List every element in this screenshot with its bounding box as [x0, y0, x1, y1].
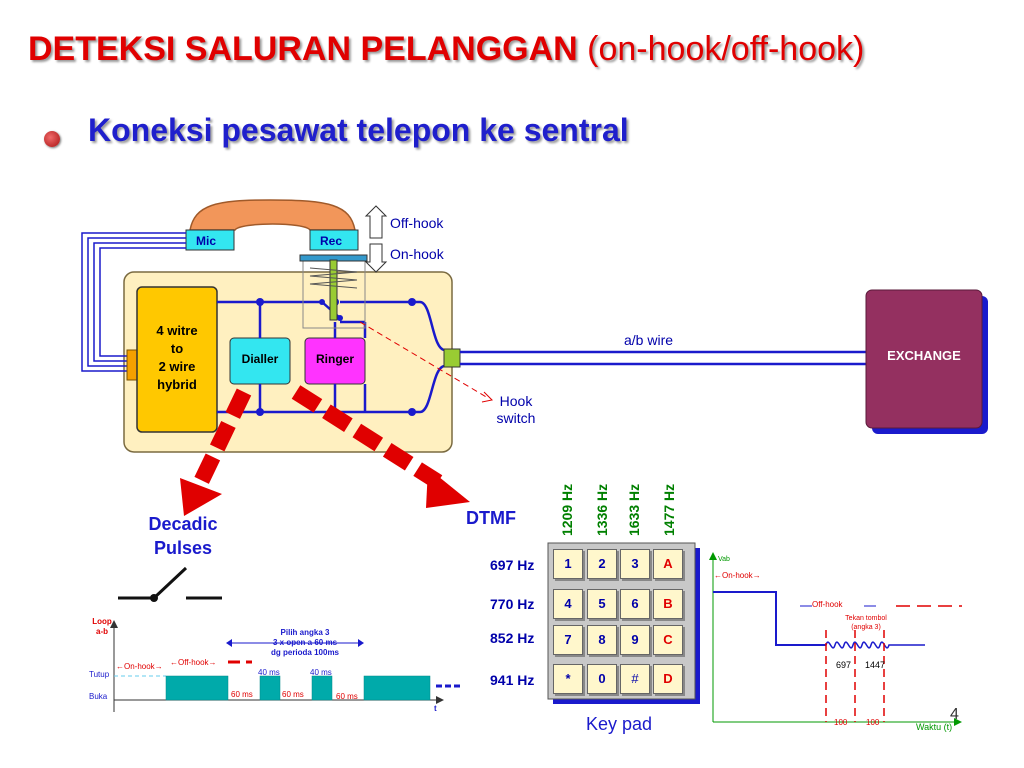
t-label: t	[434, 704, 437, 713]
ms60-b: 60 ms	[282, 690, 304, 699]
decadic-on-hook: ←On-hook→	[116, 662, 163, 671]
buka-label: Buka	[89, 692, 108, 701]
graph-on-hook: ←On-hook→	[714, 571, 761, 580]
row-697: 697 Hz	[490, 557, 535, 573]
on-hook-label: On-hook	[390, 246, 444, 262]
col-1477: 1477 Hz	[661, 483, 677, 536]
ms40-a: 40 ms	[258, 668, 280, 677]
key-1[interactable]: 1	[553, 549, 583, 579]
key-3[interactable]: 3	[620, 549, 650, 579]
key-star[interactable]: *	[553, 664, 583, 694]
dtmf-voltage-line	[713, 591, 826, 646]
col-1209: 1209 Hz	[559, 483, 575, 536]
mic-box	[185, 229, 235, 251]
ms60-c: 60 ms	[336, 692, 358, 701]
row-941: 941 Hz	[490, 672, 535, 688]
ms60-a: 60 ms	[231, 690, 253, 699]
page-number: 4	[950, 706, 959, 723]
page-title: DETEKSI SALURAN PELANGGAN (on-hook/off-h…	[28, 30, 864, 69]
exchange-label: EXCHANGE	[887, 348, 961, 363]
col-1633: 1633 Hz	[626, 483, 642, 536]
key-9[interactable]: 9	[620, 625, 650, 655]
time-100-b: 100	[866, 718, 880, 727]
hybrid-box	[136, 286, 218, 433]
key-4[interactable]: 4	[553, 589, 583, 619]
row-770: 770 Hz	[490, 596, 535, 612]
title-main: DETEKSI SALURAN PELANGGAN	[28, 30, 578, 68]
off-hook-arrow-icon	[364, 205, 388, 239]
ringer-label: Ringer	[315, 352, 354, 366]
off-hook-label: Off-hook	[390, 215, 444, 231]
handset	[189, 199, 356, 231]
four-wires	[81, 232, 186, 372]
key-a[interactable]: A	[653, 549, 683, 579]
rec-label: Rec	[320, 234, 343, 248]
col-1336: 1336 Hz	[594, 483, 610, 536]
keypad-label: Key pad	[586, 714, 653, 734]
tutup-label: Tutup	[89, 670, 110, 679]
on-hook-arrow-icon	[364, 243, 388, 273]
key-7[interactable]: 7	[553, 625, 583, 655]
dtmf-label: DTMF	[466, 508, 516, 528]
rec-box	[309, 229, 359, 251]
freq-1447: 1447	[865, 660, 886, 670]
key-6[interactable]: 6	[620, 589, 650, 619]
bullet-text: Koneksi pesawat telepon ke sentral	[88, 112, 629, 148]
bullet-icon	[44, 131, 60, 147]
key-5[interactable]: 5	[587, 589, 617, 619]
ms40-b: 40 ms	[310, 668, 332, 677]
ab-wire-label: a/b wire	[624, 332, 674, 348]
decadic-pulses	[165, 675, 431, 701]
key-2[interactable]: 2	[587, 549, 617, 579]
mic-label: Mic	[196, 234, 217, 248]
waktu-label: Waktu (t)	[916, 722, 953, 732]
title-sub: (on-hook/off-hook)	[587, 30, 865, 68]
key-8[interactable]: 8	[587, 625, 617, 655]
exchange-box	[865, 289, 983, 429]
tekan-label: Tekan tombol(angka 3)	[845, 615, 887, 631]
vab-label: Vab	[718, 556, 730, 563]
key-hash[interactable]: #	[620, 664, 650, 694]
graph-off-hook: Off-hook	[812, 600, 843, 609]
arrow-dtmf-icon	[426, 468, 470, 508]
key-c[interactable]: C	[653, 625, 683, 655]
arrow-decadic-icon	[180, 478, 222, 516]
key-0[interactable]: 0	[587, 664, 617, 694]
decadic-off-hook: ←Off-hook→	[170, 658, 217, 667]
key-b[interactable]: B	[653, 589, 683, 619]
row-852: 852 Hz	[490, 630, 535, 646]
key-d[interactable]: D	[653, 664, 683, 694]
time-100-a: 100	[834, 718, 848, 727]
freq-697: 697	[836, 660, 852, 670]
dialler-label: Dialler	[241, 352, 279, 366]
